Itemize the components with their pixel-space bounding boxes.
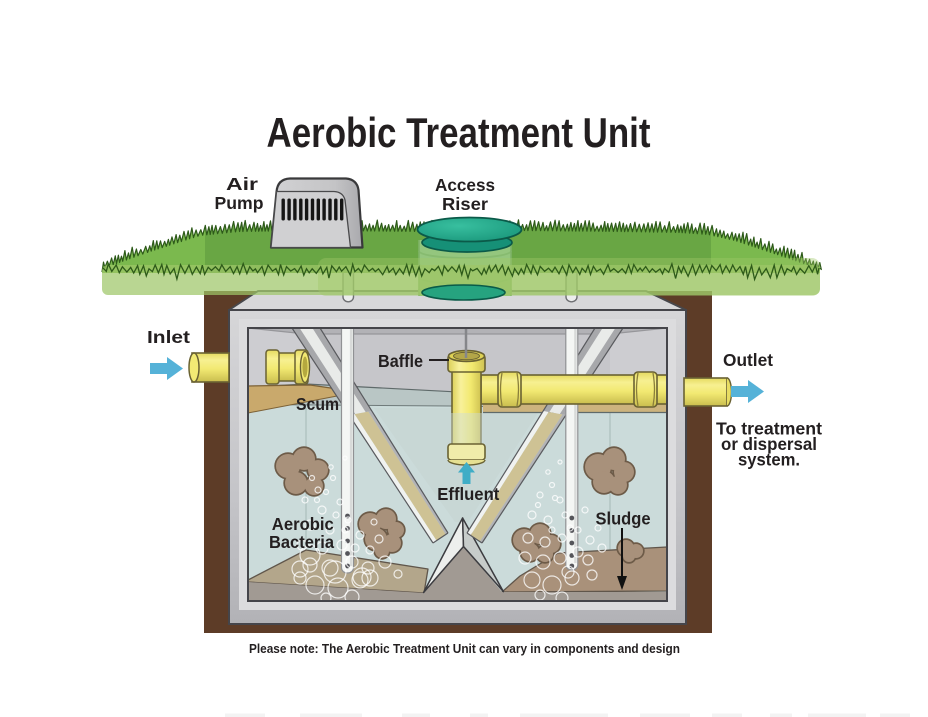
svg-text:Pump: Pump xyxy=(215,193,264,213)
svg-text:Baffle: Baffle xyxy=(378,351,423,371)
svg-text:Access: Access xyxy=(435,175,495,195)
svg-text:system.: system. xyxy=(738,450,800,470)
svg-text:Bacteria: Bacteria xyxy=(269,532,334,552)
svg-text:Sludge: Sludge xyxy=(596,509,651,529)
svg-text:or dispersal: or dispersal xyxy=(721,434,817,454)
svg-text:To treatment: To treatment xyxy=(716,419,822,439)
svg-text:Inlet: Inlet xyxy=(147,327,190,347)
svg-text:Please note: The Aerobic Treat: Please note: The Aerobic Treatment Unit … xyxy=(249,641,680,656)
svg-text:Outlet: Outlet xyxy=(723,350,773,370)
svg-text:Scum: Scum xyxy=(296,394,339,414)
svg-text:Air: Air xyxy=(226,174,258,194)
svg-text:Riser: Riser xyxy=(442,194,488,214)
svg-text:Effluent: Effluent xyxy=(437,484,499,504)
svg-text:Aerobic: Aerobic xyxy=(272,514,334,534)
svg-text:Aerobic Treatment Unit: Aerobic Treatment Unit xyxy=(267,109,651,156)
